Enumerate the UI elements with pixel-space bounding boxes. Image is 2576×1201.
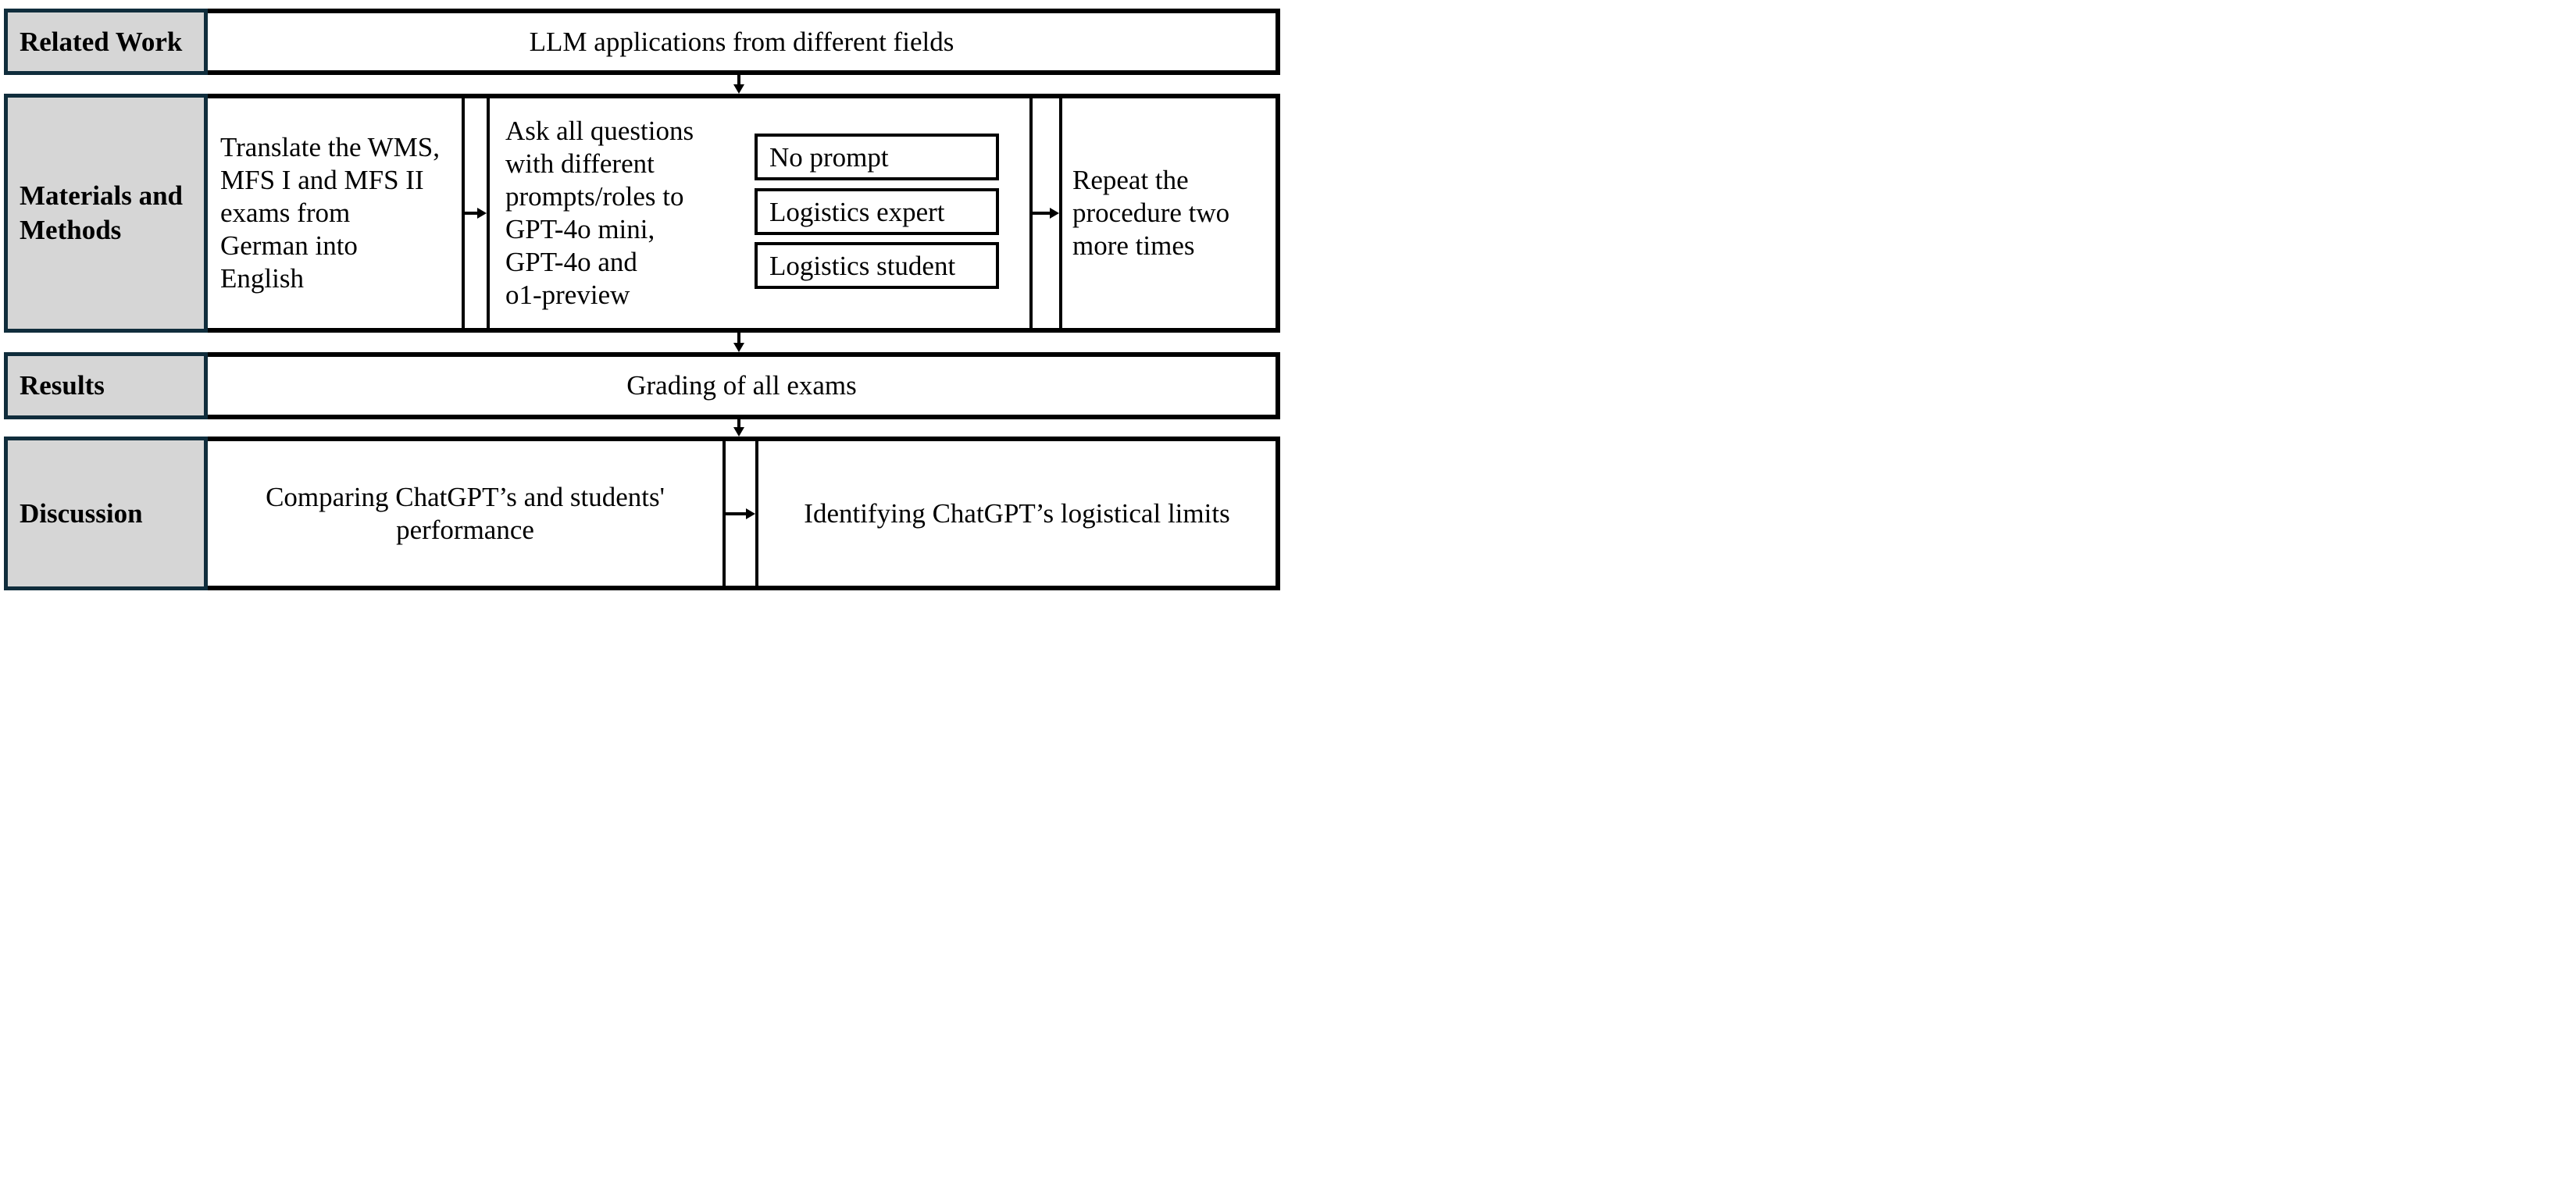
box-llm-applications: LLM applications from different fields: [208, 9, 1280, 75]
arrow-shaft: [737, 333, 740, 344]
box-ask-questions-text: Ask all questions with different prompts…: [505, 116, 694, 310]
row-label-results: Results: [4, 352, 208, 419]
box-repeat-procedure-text: Repeat the procedure two more times: [1072, 165, 1230, 261]
prompt-option-box-logistics-student: Logistics student: [755, 242, 999, 289]
flow-diagram: Related Work LLM applications from diffe…: [0, 0, 1288, 600]
arrow-shaft: [737, 75, 740, 85]
prompt-option-box-logistics-expert: Logistics expert: [755, 188, 999, 235]
arrow-shaft: [465, 212, 479, 215]
arrow-head-down-icon: [733, 343, 744, 352]
box-comparing-performance-text: Comparing ChatGPT’s and students' perfor…: [266, 481, 665, 545]
arrow-shaft: [1033, 212, 1051, 215]
prompt-option-text: Logistics expert: [769, 196, 945, 227]
box-translate-exams: Translate the WMS, MFS I and MFS II exam…: [208, 98, 465, 328]
row-label-discussion-text: Discussion: [20, 497, 143, 529]
box-grading-exams: Grading of all exams: [208, 352, 1280, 419]
box-translate-exams-text: Translate the WMS, MFS I and MFS II exam…: [220, 132, 440, 294]
row-label-related-work: Related Work: [4, 9, 208, 75]
arrow-head-down-icon: [733, 427, 744, 437]
row-label-materials-methods: Materials and Methods: [4, 94, 208, 333]
row-label-related-work-text: Related Work: [20, 26, 183, 57]
prompt-option-text: Logistics student: [769, 250, 956, 281]
arrow-head-right-icon: [746, 508, 755, 519]
box-llm-applications-text: LLM applications from different fields: [529, 26, 954, 57]
row-label-materials-methods-text: Materials and Methods: [20, 180, 184, 245]
box-repeat-procedure: Repeat the procedure two more times: [1059, 98, 1276, 328]
prompt-option-box-no-prompt: No prompt: [755, 134, 999, 180]
row-label-discussion: Discussion: [4, 437, 208, 590]
row-label-results-text: Results: [20, 370, 105, 401]
arrow-head-right-icon: [477, 208, 487, 219]
arrow-head-right-icon: [1050, 208, 1059, 219]
arrow-head-down-icon: [733, 84, 744, 94]
box-comparing-performance: Comparing ChatGPT’s and students' perfor…: [208, 441, 726, 586]
arrow-shaft: [726, 512, 746, 515]
box-identifying-limits-text: Identifying ChatGPT’s logistical limits: [804, 497, 1230, 529]
arrow-shaft: [737, 419, 740, 428]
box-identifying-limits: Identifying ChatGPT’s logistical limits: [755, 441, 1276, 586]
box-grading-exams-text: Grading of all exams: [626, 370, 857, 401]
prompt-option-text: No prompt: [769, 141, 889, 173]
